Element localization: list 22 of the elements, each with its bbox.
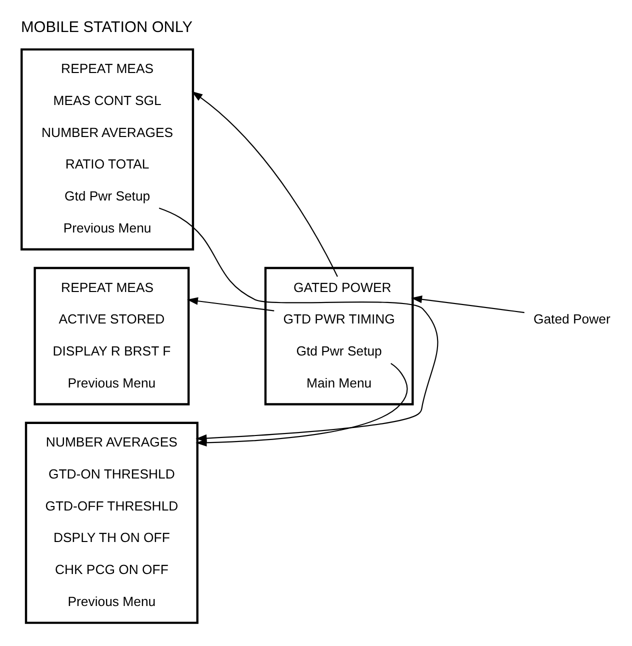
node-text: GTD-OFF THRESHLD — [45, 498, 178, 513]
node-text: REPEAT MEAS — [61, 60, 154, 76]
node-text: REPEAT MEAS — [61, 279, 154, 294]
node-text: ACTIVE STORED — [58, 311, 165, 326]
node-text: Main Menu — [306, 374, 372, 390]
node-text: NUMBER AVERAGES — [46, 434, 178, 450]
diagram-title: MOBILE STATION ONLY — [20, 18, 193, 36]
node-text: NUMBER AVERAGES — [42, 124, 174, 140]
node-text: MEAS CONT SGL — [53, 92, 162, 108]
node-text: Gated Power — [533, 311, 610, 326]
node-text: GTD-ON THRESHLD — [48, 466, 175, 481]
node-text: RATIO TOTAL — [65, 156, 150, 172]
node-text: Gtd Pwr Setup — [64, 188, 150, 204]
node-text: DISPLAY R BRST F — [52, 342, 171, 358]
node-text: Previous Menu — [68, 374, 156, 390]
node-text: DSPLY TH ON OFF — [54, 530, 170, 545]
node-text: GATED POWER — [293, 279, 392, 294]
node-text: CHK PCG ON OFF — [54, 562, 168, 577]
node-text: Previous Menu — [68, 593, 156, 608]
node-text: Previous Menu — [63, 220, 152, 235]
node-text: GTD PWR TIMING — [283, 311, 395, 326]
node-text: Gtd Pwr Setup — [296, 342, 382, 358]
